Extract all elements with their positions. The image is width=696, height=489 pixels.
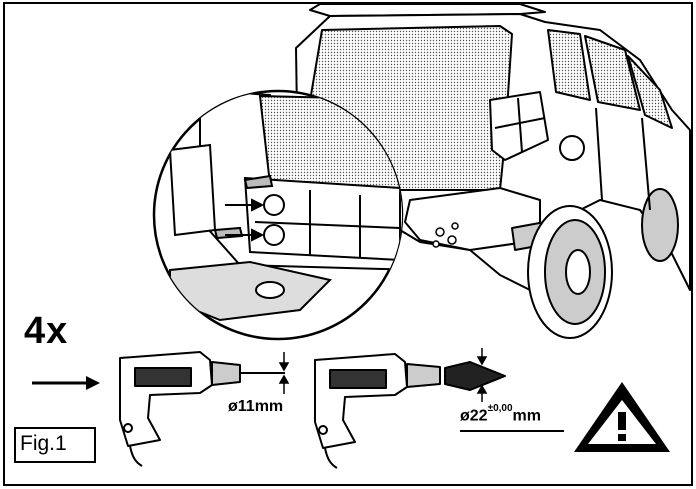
dimension-marker <box>476 348 488 402</box>
detail-arrows <box>225 198 265 242</box>
drill-diameter-large: ø22±0,00mm <box>460 403 541 425</box>
power-drill-icon <box>119 351 285 467</box>
power-drill-icon <box>314 353 506 469</box>
tolerance-value: ±0,00 <box>487 403 513 414</box>
dimension-marker <box>278 352 290 394</box>
diameter-unit: mm <box>512 407 541 425</box>
warning-triangle-icon <box>574 382 670 452</box>
drill-diameter-small: ø11mm <box>228 398 284 415</box>
mounting-points <box>432 222 459 248</box>
arrow-right-icon <box>32 376 100 390</box>
diameter-value: ø22 <box>460 407 488 425</box>
dimension-underline <box>460 430 564 432</box>
figure-label-box <box>14 427 96 463</box>
quantity-label: 4x <box>24 310 69 352</box>
figure-label: Fig.1 <box>20 432 67 455</box>
